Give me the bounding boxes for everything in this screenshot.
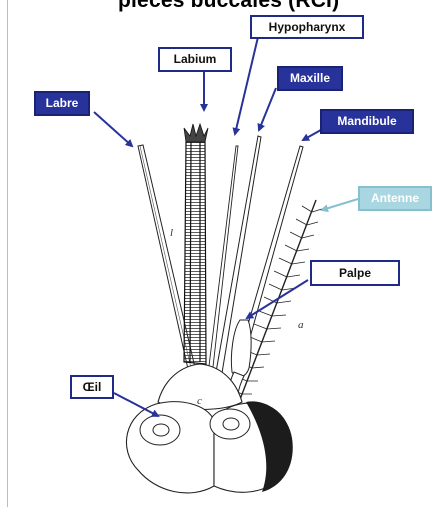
hypopharynx-arrow xyxy=(235,37,258,134)
figure-letter-c: c xyxy=(197,395,202,407)
labre-label: Labre xyxy=(34,91,90,116)
figure-letter-a: a xyxy=(298,319,304,331)
labium-label: Labium xyxy=(158,47,232,72)
head-capsule xyxy=(126,364,292,493)
palpe-label: Palpe xyxy=(310,260,400,286)
antenne-arrow xyxy=(322,199,358,210)
antenne-label: Antenne xyxy=(358,186,432,211)
labium-sheath xyxy=(184,124,208,364)
labre-arrow xyxy=(94,112,132,146)
maxille-label: Maxille xyxy=(277,66,343,91)
maxille-arrow xyxy=(259,88,276,130)
figure-letter-l: l xyxy=(170,227,173,239)
mandibule-label: Mandibule xyxy=(320,109,414,134)
hypopharynx-label: Hypopharynx xyxy=(250,15,364,39)
oeil-arrow xyxy=(114,393,158,416)
oeil-label: Œil xyxy=(70,375,114,399)
